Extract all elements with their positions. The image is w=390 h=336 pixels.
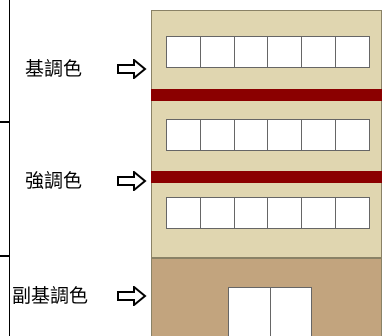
- label-base-color: 基調色: [25, 58, 83, 80]
- window-pane: [234, 37, 269, 67]
- bracket-bottom: [0, 256, 10, 336]
- window-row: [166, 197, 370, 229]
- door-leaf: [229, 288, 271, 336]
- right-arrow-icon: [117, 171, 147, 191]
- window-pane: [336, 37, 369, 67]
- entrance-door: [228, 287, 312, 336]
- accent-stripe: [151, 89, 382, 101]
- window-pane: [200, 37, 235, 67]
- right-arrow-icon: [117, 286, 147, 306]
- right-arrow-icon: [117, 59, 147, 79]
- window-pane: [302, 120, 337, 150]
- window-pane: [268, 198, 303, 228]
- window-row: [166, 119, 370, 151]
- window-pane: [234, 198, 269, 228]
- window-pane: [167, 120, 201, 150]
- label-accent-color: 強調色: [25, 170, 83, 192]
- bracket-middle: [0, 122, 10, 256]
- window-pane: [167, 198, 201, 228]
- window-pane: [268, 37, 303, 67]
- window-pane: [336, 120, 369, 150]
- window-pane: [268, 120, 303, 150]
- bracket-top: [0, 0, 10, 122]
- accent-stripe: [151, 171, 382, 183]
- label-sub-base-color: 副基調色: [12, 285, 89, 307]
- window-pane: [302, 198, 337, 228]
- window-pane: [336, 198, 369, 228]
- window-pane: [200, 120, 235, 150]
- door-leaf: [271, 288, 312, 336]
- window-pane: [167, 37, 201, 67]
- window-pane: [302, 37, 337, 67]
- window-row: [166, 36, 370, 68]
- window-pane: [234, 120, 269, 150]
- window-pane: [200, 198, 235, 228]
